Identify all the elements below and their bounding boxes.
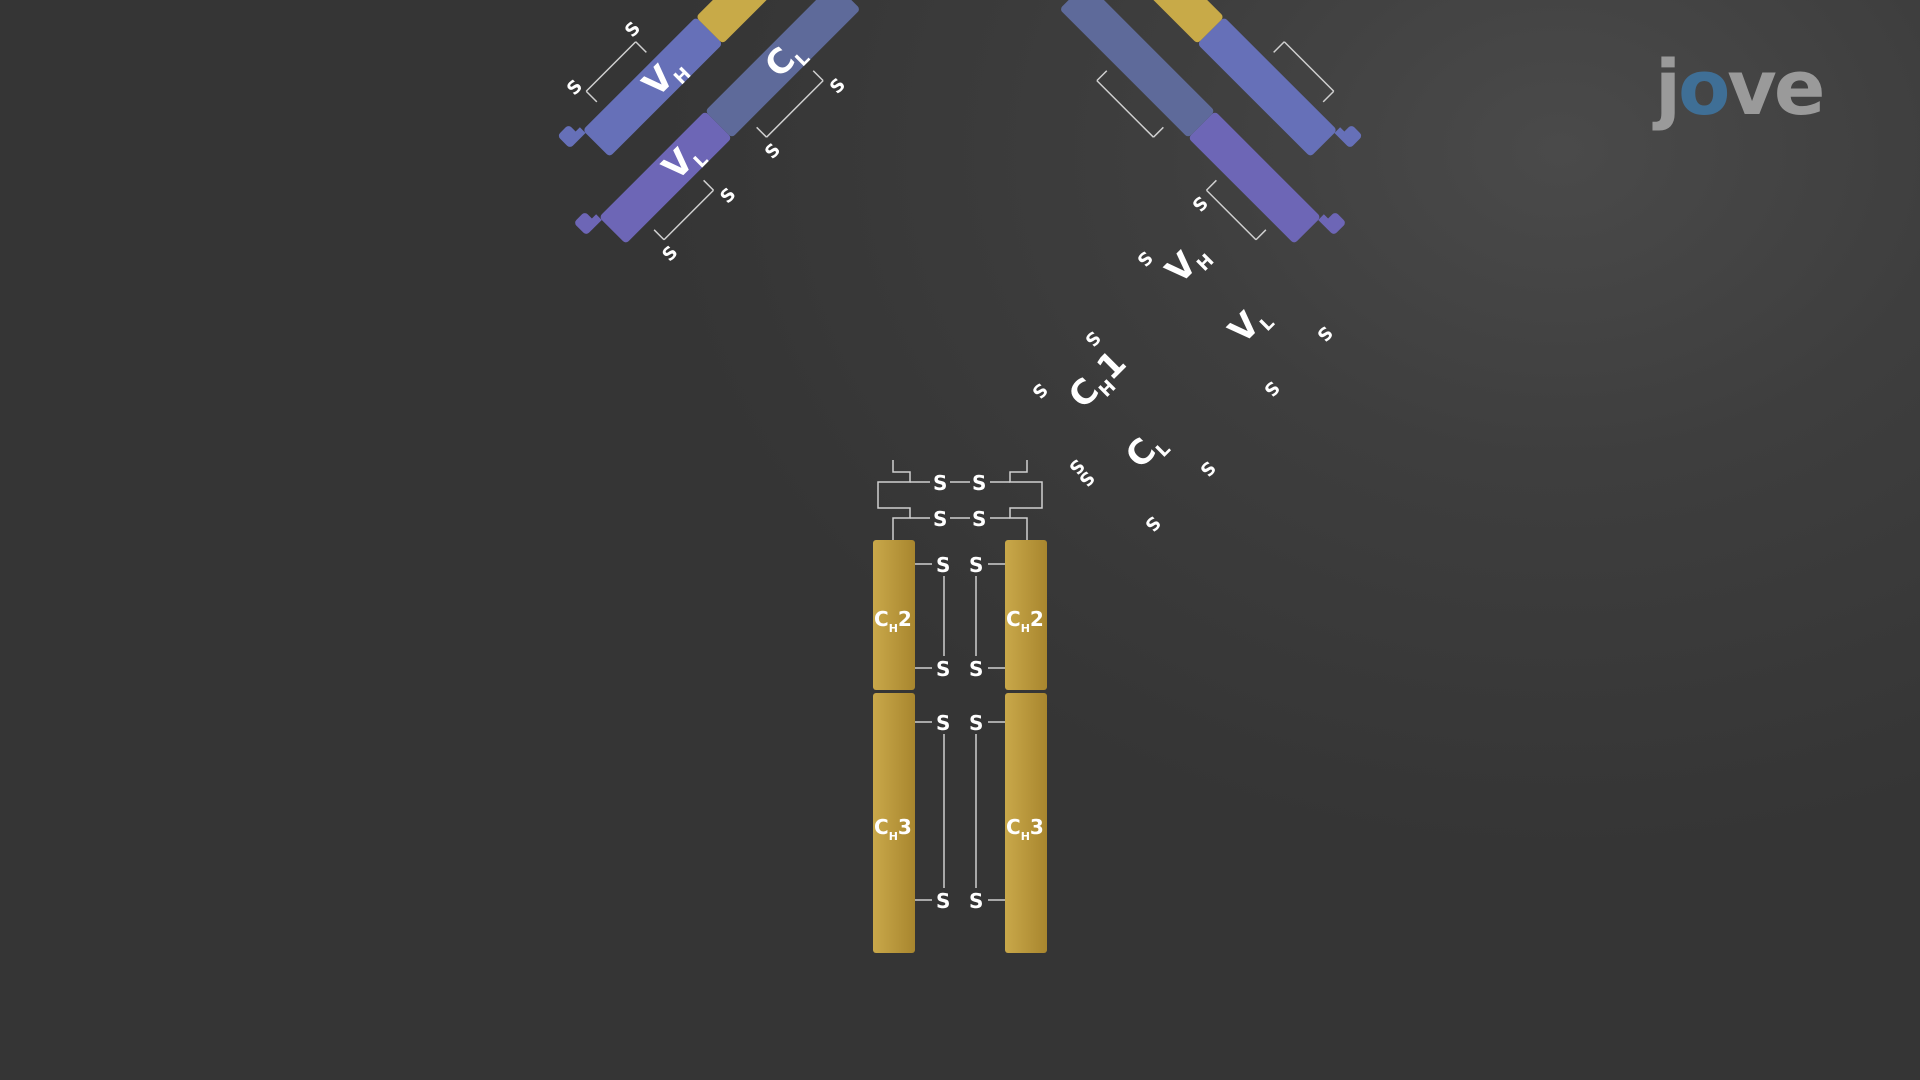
right-ch2-label: CH2: [1006, 607, 1044, 635]
right-cl-s2: S: [1140, 511, 1164, 535]
right-cl-label: CL: [1118, 422, 1175, 479]
right-ch2-main: C: [1006, 607, 1021, 631]
right-arm-labels: VH CH1 VL CL S S S S S S S S S S: [1027, 191, 1336, 535]
right-ch3-main: C: [1006, 815, 1021, 839]
right-cl-intra-bond: [1096, 70, 1164, 138]
left-ch2-sub: H: [889, 622, 898, 635]
ch2-left-s-bottom: S: [936, 657, 950, 681]
right-vh-hook: [1334, 126, 1362, 147]
left-heavy-chain-fab: VH CH1 S S S S: [558, 0, 849, 156]
right-vl-s1: S: [1312, 321, 1336, 345]
ch2-right-s-top: S: [969, 553, 983, 577]
ch3-left-s-bottom: S: [936, 889, 950, 913]
left-vh-intra-bond: [585, 41, 647, 103]
left-ch1-domain: [697, 0, 849, 43]
left-vh-s1: S: [563, 76, 587, 100]
left-cl-domain: [706, 0, 859, 137]
left-cl-intra-bond: [756, 70, 824, 138]
hinge-s2-right: S: [972, 507, 986, 531]
fc-intra-bonds: [915, 563, 1005, 901]
left-light-chain: VL CL S S S S: [575, 0, 859, 266]
hinge-s1-left: S: [933, 471, 947, 495]
right-vh-main: V: [1158, 244, 1205, 291]
right-vl-label: VL: [1221, 296, 1279, 354]
left-vl-s2: S: [716, 184, 740, 208]
left-vh-hook: [558, 126, 586, 147]
logo-letters-ve: ve: [1727, 43, 1825, 132]
ch2-right-s-bottom: S: [969, 657, 983, 681]
right-vh-s2: S: [1132, 246, 1156, 270]
left-ch2-domain: [873, 540, 915, 690]
right-vl-hook: [1318, 213, 1345, 234]
right-light-chain: [1061, 0, 1345, 243]
right-cl-s1: S: [1195, 456, 1219, 480]
left-ch3-sub: H: [889, 830, 898, 843]
logo-letter-o: o: [1678, 43, 1730, 132]
hinge-right-wire: [1009, 460, 1043, 540]
hinge-s2-left: S: [933, 507, 947, 531]
right-vh-intra-bond: [1273, 41, 1335, 103]
right-vl-main: V: [1221, 304, 1268, 351]
right-vh-label: VH: [1158, 234, 1218, 294]
ch2-left-s-top: S: [936, 553, 950, 577]
left-vl-hook: [575, 213, 602, 234]
right-vl-domain: [1189, 112, 1320, 243]
right-ch2-domain: [1005, 540, 1047, 690]
left-ch2-label: CH2: [874, 607, 912, 635]
right-ch1-s2: S: [1027, 378, 1051, 402]
left-vh-s2: S: [621, 18, 645, 42]
left-fab-arm: VH CH1 S S S S VL CL: [558, 0, 859, 266]
left-vl-domain: [600, 112, 731, 243]
right-cl-main: C: [1118, 430, 1164, 476]
right-ch3-sub: H: [1021, 830, 1030, 843]
hinge-s1-right: S: [972, 471, 986, 495]
right-ch3-label: CH3: [1006, 815, 1044, 843]
left-ch3-domain: [873, 693, 915, 953]
right-ch1-domain: [1071, 0, 1223, 43]
right-ch1-main: C: [1061, 370, 1107, 416]
left-ch3-label: CH3: [874, 815, 912, 843]
left-ch2-main: C: [874, 607, 889, 631]
left-ch2-num: 2: [898, 607, 912, 631]
right-ch2-num: 2: [1030, 607, 1044, 631]
left-vh-domain: [584, 18, 722, 156]
right-heavy-chain-fab: [1071, 0, 1362, 156]
right-vh-domain: [1198, 18, 1336, 156]
left-vl-intra-bond: [653, 179, 715, 241]
left-vl-s1: S: [658, 242, 682, 266]
left-cl-s2: S: [826, 74, 850, 98]
right-vh-s1: S: [1187, 191, 1211, 215]
left-cl-s1: S: [761, 139, 785, 163]
hinge-left-wire: [877, 460, 911, 540]
right-fab-arm: [1061, 0, 1362, 243]
right-ch2-sub: H: [1021, 622, 1030, 635]
right-ch1-label: CH1: [1061, 343, 1137, 419]
logo-letter-j: j: [1655, 43, 1681, 132]
right-ch3-num: 3: [1030, 815, 1044, 839]
right-ch1-s1: S: [1080, 326, 1104, 350]
right-vl-s2: S: [1259, 376, 1283, 400]
right-vl-intra-bond: [1205, 179, 1267, 241]
left-ch3-main: C: [874, 815, 889, 839]
fc-region: S S S S S S S S CH2 CH2 CH3 CH3: [873, 540, 1047, 953]
ch3-left-s-top: S: [936, 711, 950, 735]
jove-logo: jove: [1655, 50, 1825, 126]
ch3-right-s-bottom: S: [969, 889, 983, 913]
ch3-right-s-top: S: [969, 711, 983, 735]
right-cl-domain: [1061, 0, 1214, 137]
right-ch3-domain: [1005, 693, 1047, 953]
left-ch3-num: 3: [898, 815, 912, 839]
hinge-region: [877, 460, 1043, 540]
